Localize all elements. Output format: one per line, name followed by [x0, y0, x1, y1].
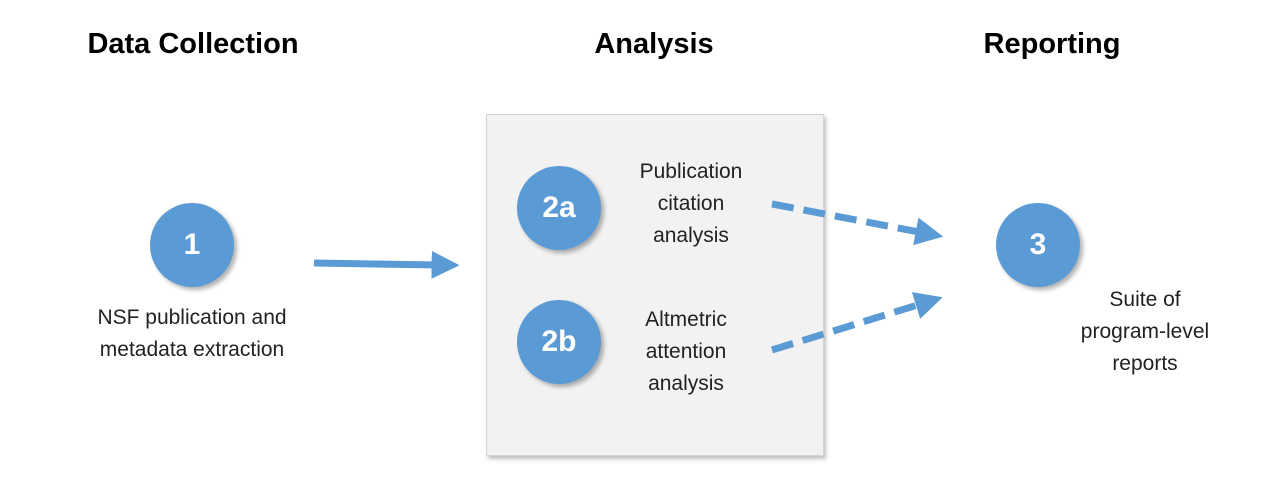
step-2a-circle: 2a: [517, 166, 601, 250]
heading-reporting: Reporting: [983, 28, 1121, 60]
step-1-circle: 1: [150, 203, 234, 287]
step-2b-circle: 2b: [517, 300, 601, 384]
step-2a-number: 2a: [542, 191, 576, 224]
step-2b-caption-line: Altmetric: [645, 308, 727, 331]
heading-data-collection: Data Collection: [87, 28, 299, 60]
step-1-number: 1: [183, 228, 201, 261]
arrow-1-to-analysis: [313, 250, 460, 279]
step-2a-caption-line: Publication: [639, 160, 743, 183]
step-1-caption-line: NSF publication and: [97, 306, 287, 329]
step-2a-caption-line: citation: [657, 192, 725, 215]
step-3-number: 3: [1029, 228, 1047, 261]
step-1-caption: NSF publication and metadata extraction: [62, 302, 322, 366]
step-2a-caption: Publication citation analysis: [611, 156, 771, 252]
step-2b-caption-line: analysis: [648, 372, 724, 395]
step-3-caption-line: reports: [1112, 352, 1178, 375]
step-3-circle: 3: [996, 203, 1080, 287]
step-3-caption-line: Suite of: [1109, 288, 1181, 311]
step-3-caption-line: program-level: [1080, 320, 1210, 343]
step-2b-number: 2b: [541, 325, 577, 358]
arrow-2a-to-3: [771, 200, 944, 246]
arrow-2b-to-3: [770, 292, 943, 354]
step-3-caption: Suite of program-level reports: [1060, 284, 1230, 380]
step-1-caption-line: metadata extraction: [99, 338, 285, 361]
heading-analysis: Analysis: [594, 28, 714, 60]
step-2b-caption: Altmetric attention analysis: [606, 304, 766, 400]
step-2b-caption-line: attention: [645, 340, 727, 363]
step-2a-caption-line: analysis: [653, 224, 729, 247]
